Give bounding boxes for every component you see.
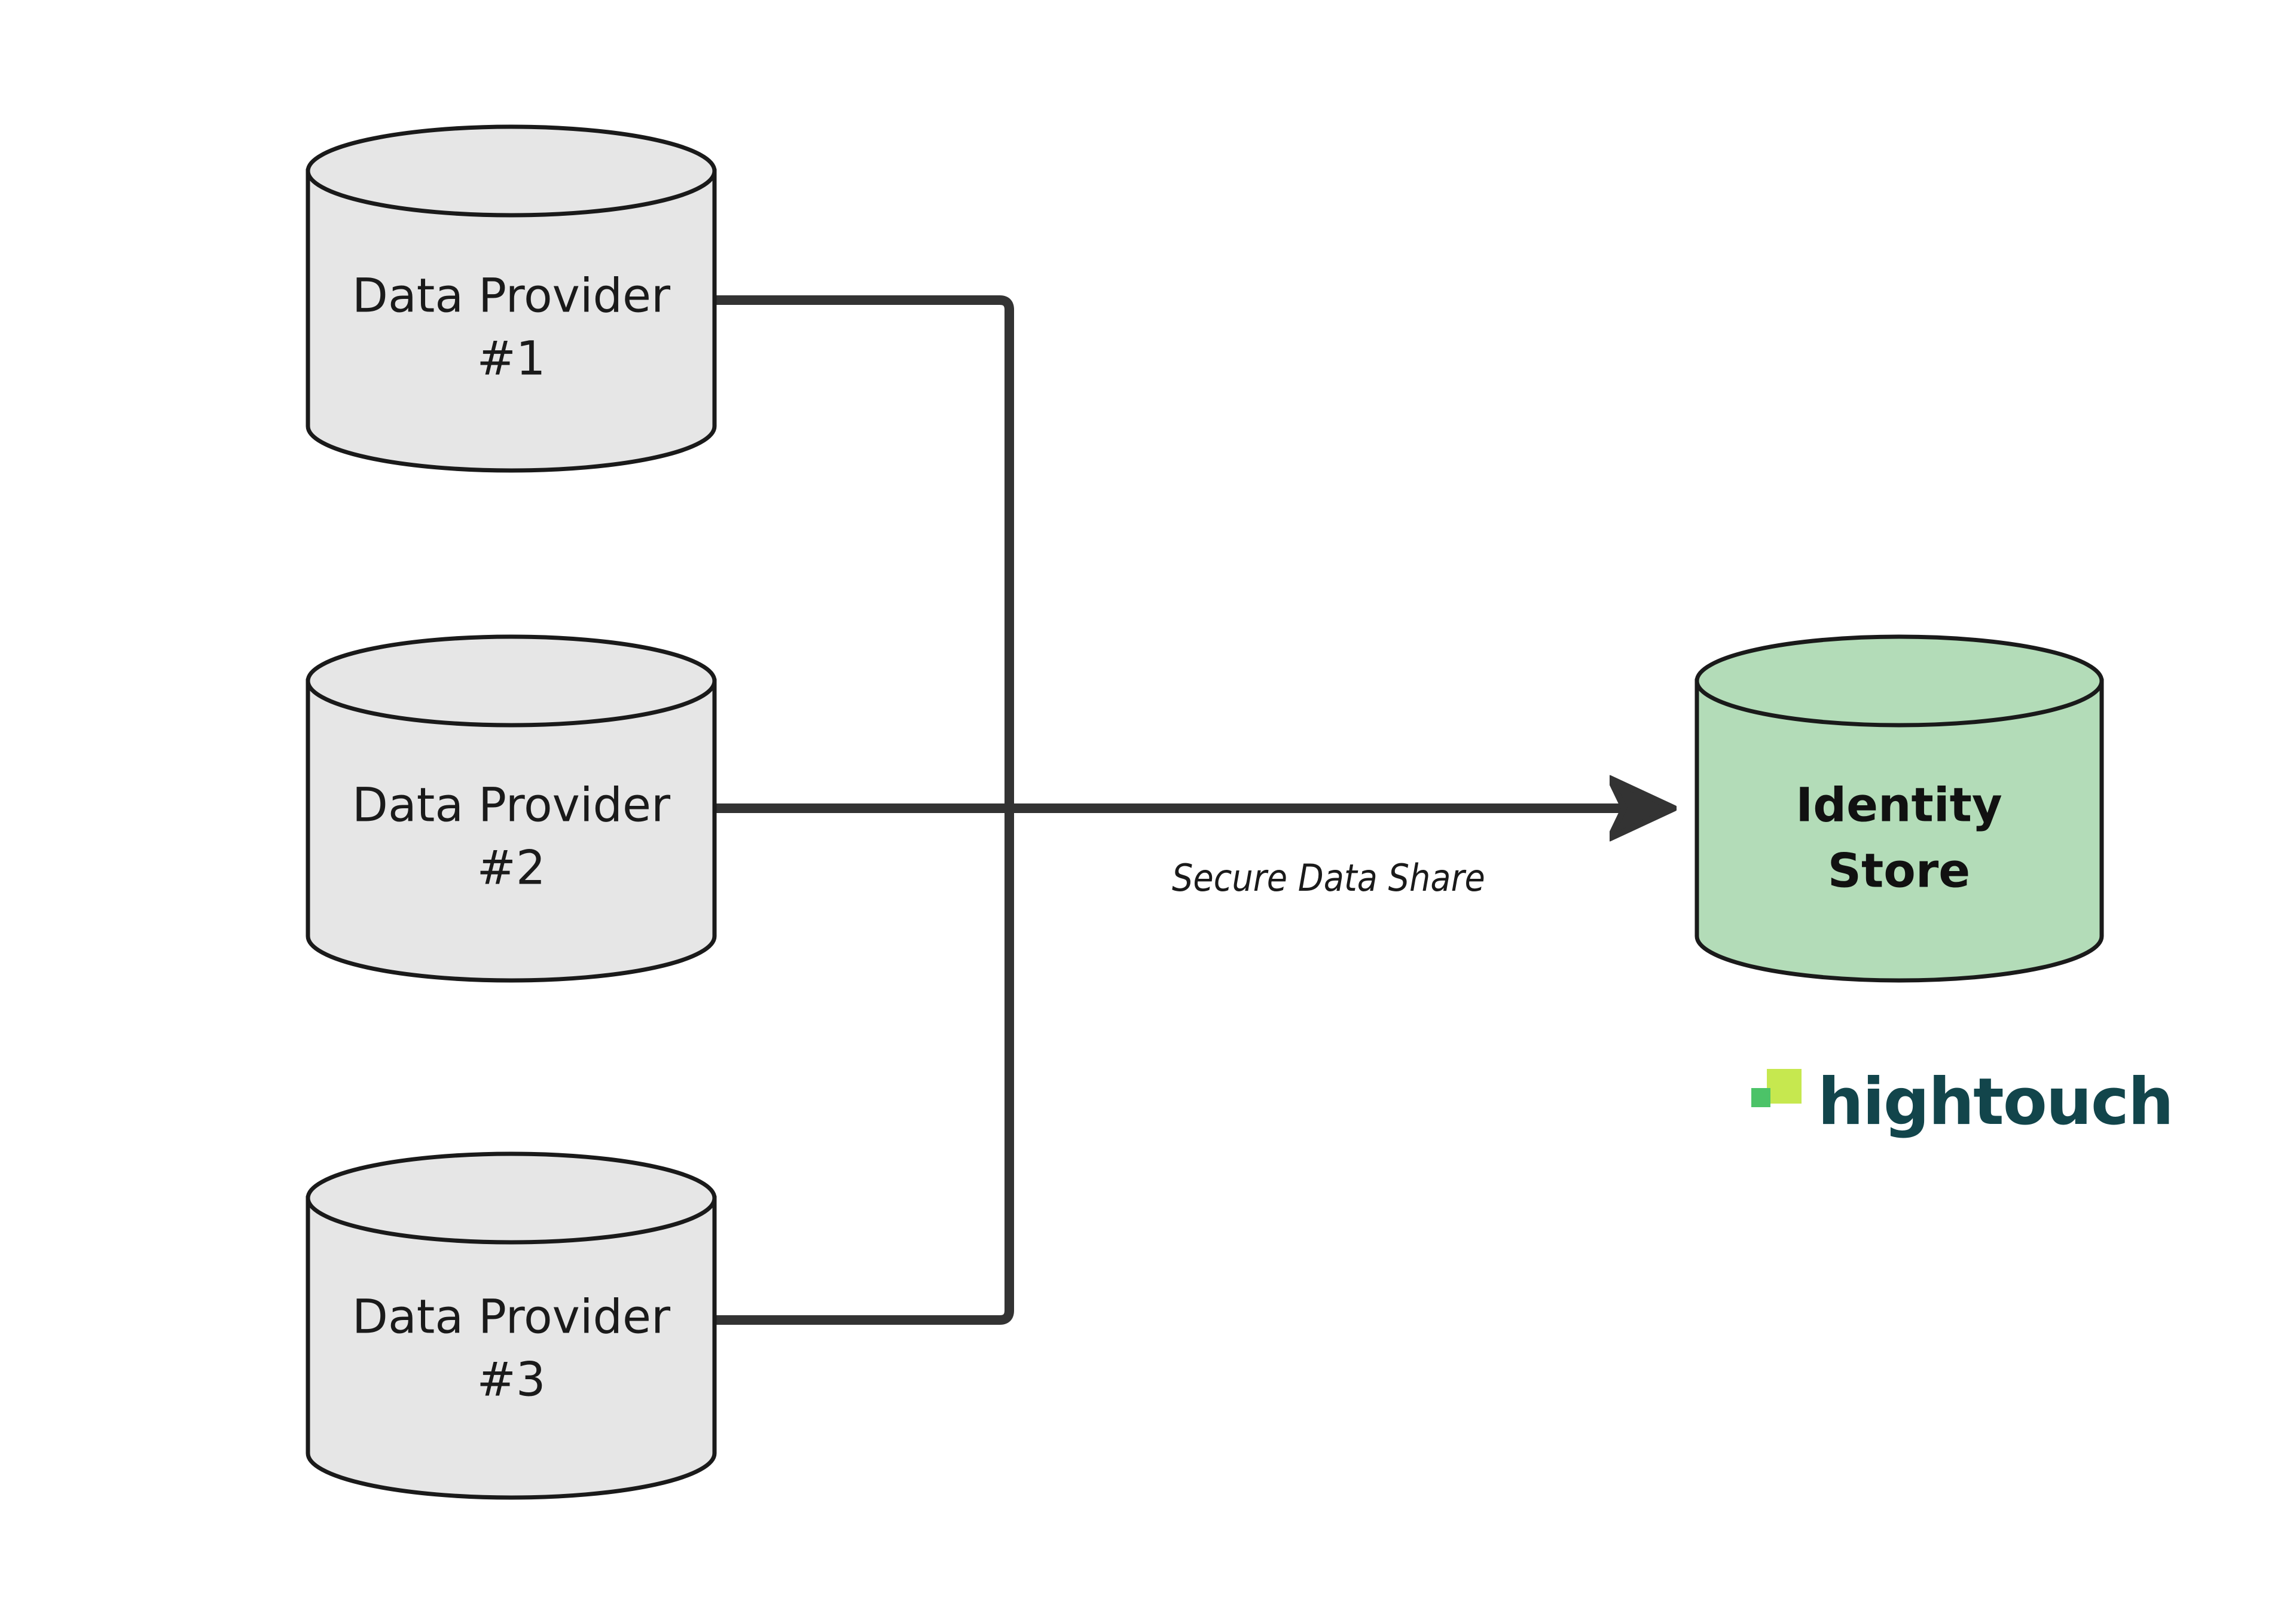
cylinder-top-ellipse — [306, 1151, 717, 1245]
edge-label-secure-data-share: Secure Data Share — [1172, 856, 1485, 900]
node-data-provider-2[interactable]: Data Provider #2 — [306, 634, 717, 983]
node-identity-store[interactable]: Identity Store — [1694, 634, 2104, 983]
edge-data-provider-3 — [715, 813, 1014, 1325]
connectors — [715, 295, 1668, 1325]
node-label-line1: Data Provider — [352, 1290, 671, 1344]
hightouch-logo[interactable]: hightouch — [1751, 1065, 2174, 1139]
logo-square-large-icon — [1767, 1069, 1802, 1104]
cylinder-top-ellipse — [1694, 634, 2104, 728]
cylinder-top-ellipse — [306, 634, 717, 728]
node-label-line1: Data Provider — [352, 269, 671, 323]
cylinder-body — [306, 169, 717, 473]
node-data-provider-1[interactable]: Data Provider #1 — [306, 124, 717, 473]
node-data-provider-3[interactable]: Data Provider #3 — [306, 1151, 717, 1500]
node-label-line2: Store — [1828, 844, 1970, 898]
node-label-line1: Data Provider — [352, 778, 671, 832]
edge-data-provider-1 — [715, 295, 1014, 803]
node-label-line2: #1 — [477, 332, 546, 386]
logo-square-small-icon — [1751, 1088, 1770, 1107]
logo-wordmark: hightouch — [1818, 1065, 2173, 1139]
node-label-line2: #3 — [477, 1353, 546, 1407]
cylinder-top-ellipse — [306, 124, 717, 218]
cylinder-body — [306, 679, 717, 983]
cylinder-body — [306, 1196, 717, 1500]
node-label-line1: Identity — [1796, 778, 2002, 832]
cylinder-body — [1694, 679, 2104, 983]
node-label-line2: #2 — [477, 841, 546, 895]
